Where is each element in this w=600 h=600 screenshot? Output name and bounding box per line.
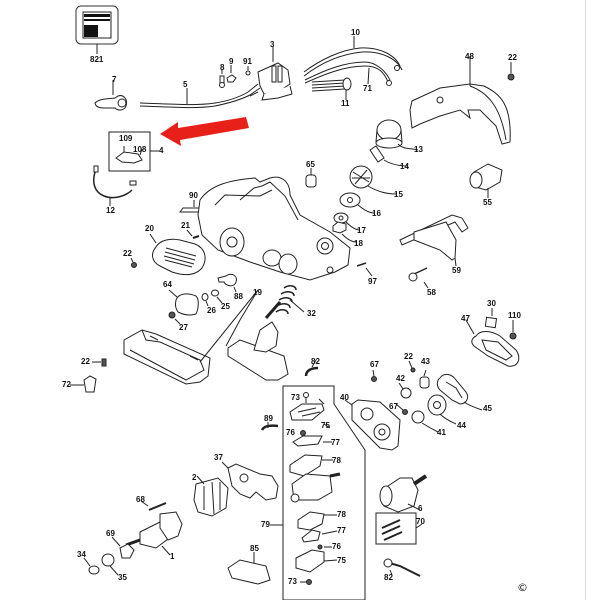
part-55 — [469, 163, 503, 198]
part-label: 67 — [370, 360, 379, 369]
red-arrow-icon — [160, 117, 249, 146]
part-label: 82 — [311, 357, 320, 366]
part-label: 17 — [357, 226, 366, 235]
part-label: 10 — [351, 28, 360, 37]
part-label: 69 — [106, 529, 115, 538]
part-label: 73 — [291, 393, 300, 402]
part-label: 71 — [363, 84, 372, 93]
part-label: 110 — [508, 311, 521, 320]
part-label: 55 — [483, 198, 492, 207]
manual-icon — [75, 5, 119, 54]
strain-relief-part — [94, 80, 127, 111]
part-label: 5 — [183, 80, 188, 89]
part-label: 18 — [354, 239, 363, 248]
dust-cover-part — [149, 233, 206, 276]
part-label: 1 — [170, 552, 175, 561]
part-label: 13 — [414, 145, 423, 154]
fence-part — [399, 214, 469, 267]
planer-body-part — [197, 176, 351, 281]
part-label: 35 — [118, 573, 127, 582]
part-label: 2 — [192, 473, 197, 482]
rear-shoe-part — [123, 329, 211, 385]
part-label: 78 — [337, 510, 346, 519]
part-label: 108 — [133, 145, 147, 154]
part-label: 821 — [90, 55, 104, 64]
armature-part — [125, 511, 183, 556]
part-label: 70 — [416, 517, 425, 526]
part-label: 76 — [332, 542, 341, 551]
part-label: 37 — [214, 453, 223, 462]
handle-cover-part — [409, 56, 511, 145]
part-label: 72 — [62, 380, 71, 389]
stator-part — [193, 475, 229, 517]
part-label: 22 — [81, 357, 90, 366]
part-label: 14 — [400, 162, 409, 171]
part-label: 15 — [394, 190, 403, 199]
part-label: 22 — [508, 53, 517, 62]
bracket-37-part — [221, 461, 279, 501]
switch-part — [257, 46, 293, 101]
part-label: 82 — [384, 573, 393, 582]
part-label: 77 — [331, 438, 340, 447]
part-label: 27 — [179, 323, 188, 332]
part-label: 7 — [112, 75, 117, 84]
brush-holder-group — [270, 385, 366, 600]
part-label: 65 — [306, 160, 315, 169]
motor-part — [379, 474, 428, 513]
diagram-border — [585, 0, 586, 600]
part-label: 75 — [337, 556, 346, 565]
part-label: 90 — [189, 191, 198, 200]
part-label: 64 — [163, 280, 172, 289]
part-label: 75 — [321, 421, 330, 430]
part-label: 3 — [270, 40, 275, 49]
part-label: 30 — [487, 299, 496, 308]
part-label: 40 — [340, 393, 349, 402]
part-label: 22 — [123, 249, 132, 258]
part-label: 45 — [483, 404, 492, 413]
part-label: 76 — [286, 428, 295, 437]
part-label: 9 — [229, 57, 234, 66]
part-label: 88 — [234, 292, 243, 301]
part-label: 79 — [261, 520, 270, 529]
part-label: 16 — [372, 209, 381, 218]
part-label: 67 — [389, 402, 398, 411]
part-label: 73 — [288, 577, 297, 586]
part-label: 19 — [253, 288, 262, 297]
part-label: 26 — [207, 306, 216, 315]
part-label: 85 — [250, 544, 259, 553]
part-label: 22 — [404, 352, 413, 361]
part-label: 8 — [220, 63, 225, 72]
part-label: 109 — [119, 134, 133, 143]
front-shoe-part — [227, 301, 289, 381]
part-label: 43 — [421, 357, 430, 366]
gear-housing-part — [344, 399, 401, 451]
part-label: 89 — [264, 414, 273, 423]
spring-part — [275, 285, 305, 315]
part-label: 68 — [136, 495, 145, 504]
part-label: 25 — [221, 302, 230, 311]
part-label: 34 — [77, 550, 86, 559]
belt-47-part — [465, 319, 520, 367]
part-label: 41 — [437, 428, 446, 437]
part-label: 78 — [332, 456, 341, 465]
part-label: 97 — [368, 277, 377, 286]
part-label: 47 — [461, 314, 470, 323]
part-label: 59 — [452, 266, 461, 275]
part-label: 21 — [181, 221, 190, 230]
part-label: 58 — [427, 288, 436, 297]
part-label: 77 — [337, 526, 346, 535]
copyright-mark: © — [517, 581, 528, 594]
part-label: 4 — [159, 146, 164, 155]
part-label: 91 — [243, 57, 252, 66]
part-label: 11 — [341, 99, 350, 108]
part-label: 42 — [396, 374, 405, 383]
part-label: 32 — [307, 309, 316, 318]
part-label: 48 — [465, 52, 474, 61]
part-label: 12 — [106, 206, 115, 215]
part-label: 6 — [418, 504, 423, 513]
part-label: 44 — [457, 421, 466, 430]
part-label: 20 — [145, 224, 154, 233]
